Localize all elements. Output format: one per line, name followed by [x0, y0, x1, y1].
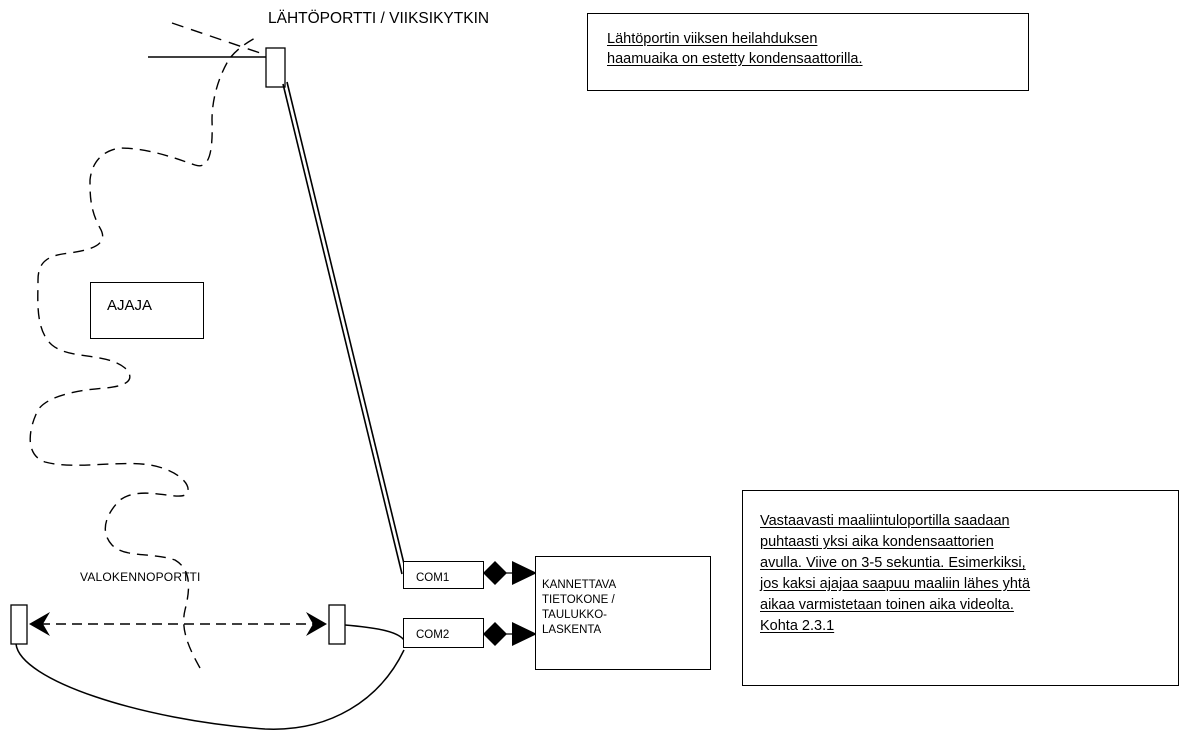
computer-box: KANNETTAVA TIETOKONE / TAULUKKO- LASKENT… [535, 556, 711, 670]
computer-label-line: TIETOKONE / [542, 594, 615, 606]
com1-arrow [512, 561, 537, 585]
com1-port: COM1 [403, 561, 484, 589]
computer-label-line: LASKENTA [542, 624, 602, 636]
finish-note-box: Vastaavasti maaliintuloportilla saadaan … [742, 490, 1179, 686]
computer-label-line: KANNETTAVA [542, 579, 617, 591]
finish-note-text: Vastaavasti maaliintuloportilla saadaan … [760, 511, 1030, 637]
photocell-cable-left [15, 643, 405, 730]
photocell-left-post [10, 604, 28, 645]
finish-note-line: Vastaavasti maaliintuloportilla saadaan [760, 513, 1010, 529]
photocell-right-post [328, 604, 346, 645]
photocell-cable-right [344, 624, 405, 641]
com2-arrow [512, 622, 537, 646]
beam-arrowhead-left [29, 612, 50, 636]
start-note-box: Lähtöportin viiksen heilahduksen haamuai… [587, 13, 1029, 91]
start-note-line: Lähtöportin viiksen heilahduksen [607, 31, 818, 47]
com2-port: COM2 [403, 618, 484, 648]
finish-note-line: jos kaksi ajajaa saapuu maaliin lähes yh… [760, 576, 1031, 592]
computer-label-line: TAULUKKO- [542, 609, 607, 621]
com2-label: COM2 [416, 629, 450, 641]
photocell-gate-label: VALOKENNOPORTTI [80, 570, 201, 584]
rider-label: AJAJA [107, 297, 153, 314]
whisker-swing-line [171, 22, 267, 56]
beam-arrowhead-right [306, 612, 327, 636]
com2-diamond [483, 622, 507, 646]
start-gate-cable-a [282, 83, 403, 575]
start-gate-label: LÄHTÖPORTTI / VIIKSIKYTKIN [268, 10, 490, 27]
start-note-text: Lähtöportin viiksen heilahduksen haamuai… [607, 29, 863, 69]
start-note-line: haamuaika on estetty kondensaattorilla. [607, 51, 863, 67]
finish-note-line: avulla. Viive on 3-5 sekuntia. Esimerkik… [760, 555, 1026, 571]
start-gate-cable-b [286, 81, 407, 573]
finish-note-line: Kohta 2.3.1 [760, 618, 835, 634]
finish-note-line: aikaa varmistetaan toinen aika videolta. [760, 597, 1014, 613]
start-gate-post [265, 47, 286, 88]
rider-box: AJAJA [90, 282, 204, 339]
com1-label: COM1 [416, 572, 450, 584]
finish-note-line: puhtaasti yksi aika kondensaattorien [760, 534, 994, 550]
com1-diamond [483, 561, 507, 585]
rider-path [29, 37, 256, 669]
